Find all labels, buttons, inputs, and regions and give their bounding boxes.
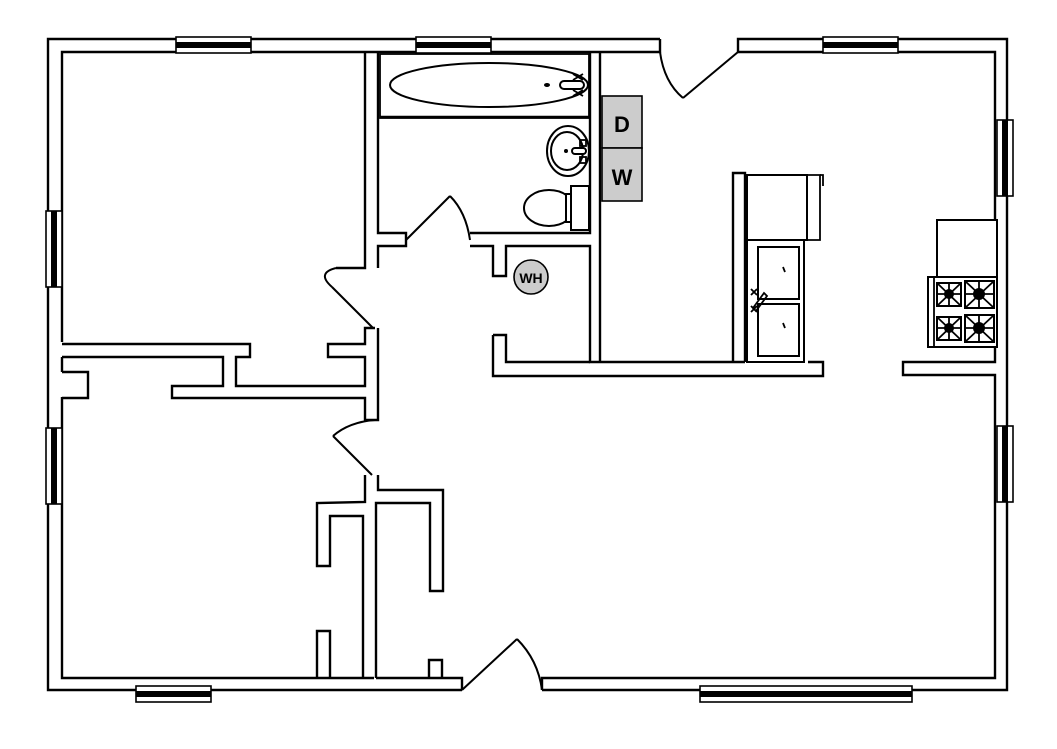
door-front [461, 638, 543, 691]
burner-4 [964, 314, 995, 343]
water-heater: WH [513, 259, 549, 295]
window-left-1 [45, 210, 63, 288]
interior-walls [62, 52, 825, 678]
water-heater-label: WH [519, 270, 542, 286]
window-right-2 [996, 425, 1014, 503]
window-top-2 [415, 36, 492, 54]
burner-2 [964, 280, 995, 309]
kitchen [746, 174, 998, 363]
dryer [601, 95, 643, 149]
washer-label: W [612, 165, 633, 190]
bathroom [379, 53, 590, 231]
refrigerator-space [746, 174, 808, 241]
window-top-1 [175, 36, 252, 54]
range-counter [936, 219, 998, 278]
washer [601, 147, 643, 202]
door-bedroom-2 [332, 419, 376, 476]
bathtub [389, 62, 589, 108]
kitchen-double-sink [750, 246, 800, 357]
range-4-burner [927, 276, 998, 348]
window-bottom-2 [699, 685, 913, 703]
burner-3 [936, 316, 962, 341]
toilet [523, 185, 590, 231]
door-bathroom [405, 195, 471, 241]
exterior-walls [46, 37, 1009, 692]
door-top-entry [659, 51, 739, 99]
window-left-2 [45, 427, 63, 505]
window-top-3 [822, 36, 899, 54]
door-bedroom-1 [324, 267, 374, 329]
window-bottom-1 [135, 685, 212, 703]
bathroom-sink [546, 125, 590, 177]
laundry: D W [601, 95, 643, 202]
window-right-1 [996, 119, 1014, 197]
burner-1 [936, 282, 962, 307]
doors [324, 51, 739, 691]
windows [45, 36, 1014, 703]
dryer-label: D [614, 112, 630, 137]
